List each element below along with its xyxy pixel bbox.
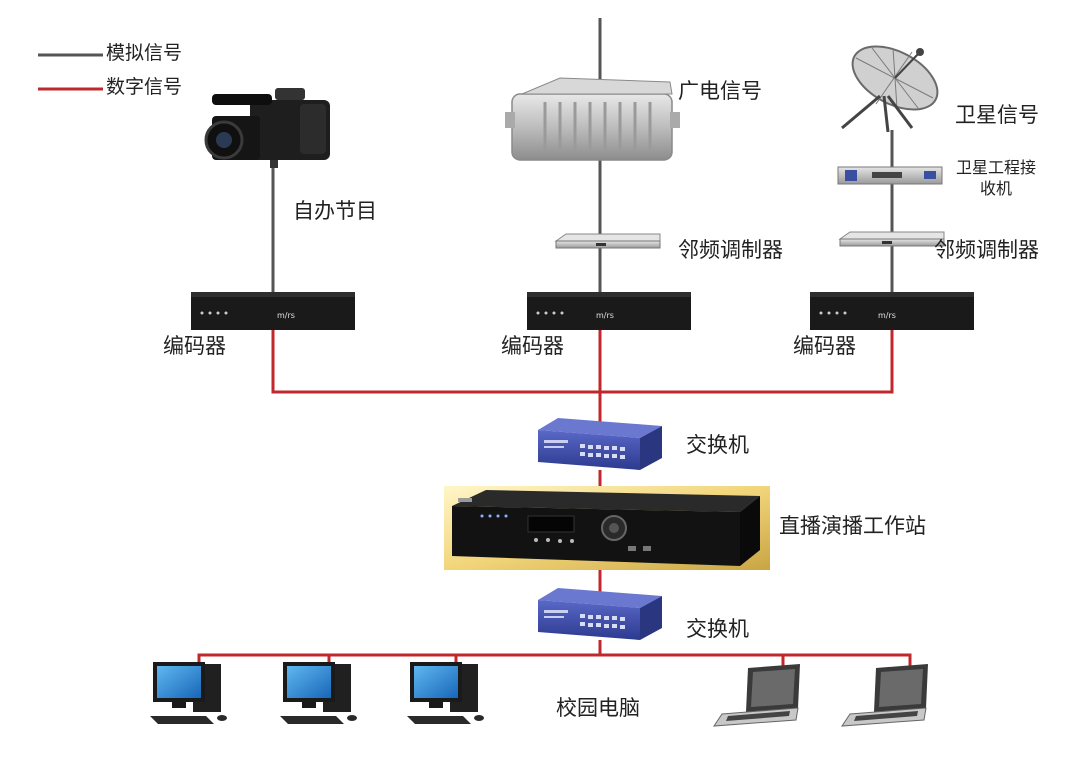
satellite-receiver-icon — [837, 166, 943, 185]
desktop-computer-3-icon — [407, 662, 484, 724]
broadcast-workstation-icon — [444, 486, 770, 570]
broadcast-source-label: 广电信号 — [678, 79, 762, 103]
laptop-1-icon — [713, 664, 800, 727]
encoder-right-icon: m/rs — [810, 292, 974, 330]
switch-top-label: 交换机 — [686, 433, 749, 457]
modulator-right-label: 邻频调制器 — [934, 238, 1039, 262]
encoder-center-icon: m/rs — [527, 292, 691, 330]
modulator-right-icon — [838, 231, 945, 247]
analog-lines — [271, 18, 894, 292]
video-camera-icon — [204, 88, 330, 168]
encoder-center-brand: m/rs — [596, 311, 614, 320]
satellite-source-label: 卫星信号 — [955, 103, 1039, 127]
encoder-left-icon: m/rs — [191, 292, 355, 330]
campus-computers-label: 校园电脑 — [556, 696, 640, 720]
satellite-receiver-label-line1: 卫星工程接 — [955, 158, 1036, 177]
switch-bottom-label: 交换机 — [686, 617, 749, 641]
laptop-2-icon — [841, 664, 928, 727]
encoder-right-brand: m/rs — [878, 311, 896, 320]
desktop-computer-2-icon — [280, 662, 357, 724]
digital-bus-encoders — [271, 330, 894, 394]
encoder-center-label: 编码器 — [501, 334, 564, 358]
legend — [38, 53, 103, 91]
encoder-left-brand: m/rs — [277, 311, 295, 320]
encoder-left-label: 编码器 — [163, 334, 226, 358]
satellite-receiver-label-line2: 收机 — [979, 178, 1012, 198]
desktop-computer-1-icon — [150, 662, 227, 724]
modulator-center-icon — [554, 233, 661, 249]
satellite-receiver-label: 卫星工程接 收机 — [946, 158, 1046, 200]
camera-source-label: 自办节目 — [293, 199, 377, 223]
workstation-label: 直播演播工作站 — [779, 514, 926, 538]
modulator-center-label: 邻频调制器 — [678, 238, 783, 262]
broadcast-amplifier-icon — [505, 77, 680, 161]
satellite-dish-icon — [841, 45, 939, 133]
legend-digital-label: 数字信号 — [106, 76, 183, 98]
switch-bottom-icon — [538, 588, 662, 640]
encoder-right-label: 编码器 — [793, 334, 856, 358]
legend-analog-label: 模拟信号 — [106, 42, 183, 64]
switch-top-icon — [538, 418, 662, 470]
